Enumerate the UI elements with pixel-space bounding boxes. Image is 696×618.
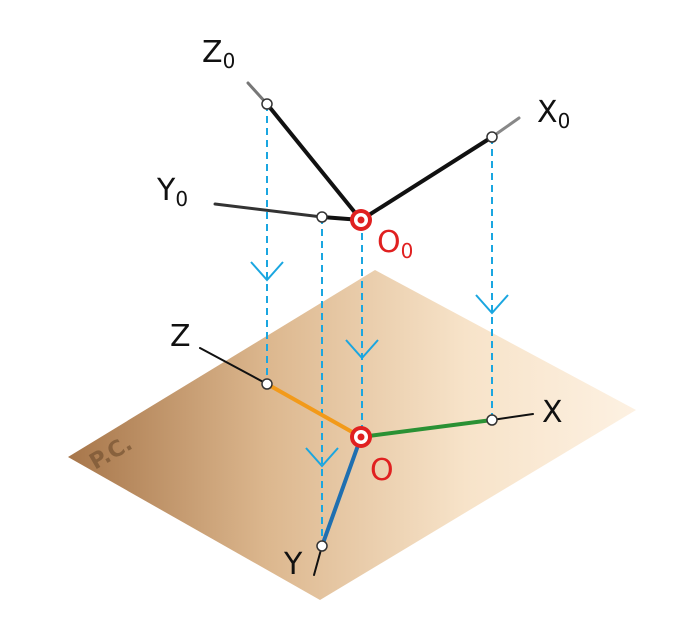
label-z: Z: [170, 319, 191, 354]
space-axes: [213, 81, 521, 222]
axis-x0: [359, 135, 494, 222]
label-o: O: [370, 453, 394, 488]
arrow-y: [305, 447, 339, 468]
point-y0: [316, 211, 328, 223]
label-x: X: [542, 395, 563, 430]
label-z0: Z0: [202, 35, 235, 73]
projection-lines: [266, 104, 493, 546]
point-y: [316, 540, 328, 552]
points: [261, 98, 498, 552]
axis-y: [320, 435, 363, 548]
plane-axes: [199, 347, 534, 576]
arrow-x: [475, 294, 509, 315]
point-z0: [261, 98, 273, 110]
point-z: [261, 378, 273, 390]
origin-o-marker: [350, 426, 372, 448]
axis-z: [265, 382, 363, 439]
label-y: Y: [283, 547, 303, 582]
label-y0: Y0: [156, 173, 188, 211]
label-o0: O0: [377, 225, 413, 263]
arrow-o: [345, 339, 379, 360]
arrow-z: [250, 261, 284, 282]
point-x0: [486, 131, 498, 143]
axis-z0: [265, 102, 363, 222]
projection-arrows: [250, 261, 509, 468]
label-x0: X0: [537, 95, 570, 133]
point-x: [486, 414, 498, 426]
axis-z-ext: [199, 347, 268, 385]
axis-x-ext: [491, 413, 534, 421]
axis-x: [359, 418, 494, 439]
origin-o0-marker: [350, 209, 372, 231]
